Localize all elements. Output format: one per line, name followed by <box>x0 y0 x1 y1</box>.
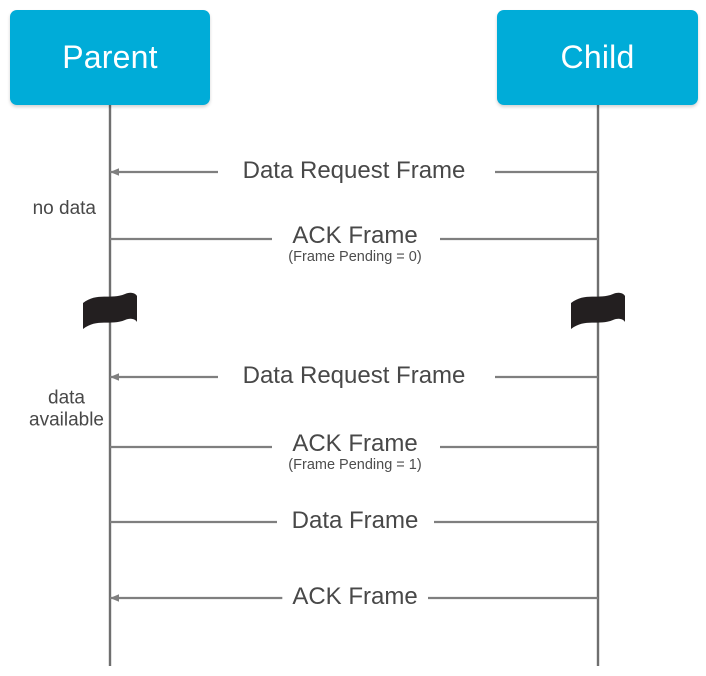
message-label-2: ACK Frame <box>282 224 428 248</box>
message-label-1: Data Request Frame <box>232 159 476 183</box>
message-label-3: Data Request Frame <box>232 364 476 388</box>
actor-label-child: Child <box>560 39 635 75</box>
break-symbol-parent <box>83 292 137 329</box>
actor-header-child[interactable]: Child <box>497 10 698 105</box>
message-label-4: ACK Frame <box>282 432 428 456</box>
message-sublabel-2: (Frame Pending = 0) <box>282 250 428 265</box>
message-label-5: Data Frame <box>281 509 429 533</box>
annotation-no-data: no data <box>32 197 96 219</box>
message-sublabel-4: (Frame Pending = 1) <box>282 458 428 473</box>
actor-label-parent: Parent <box>62 39 158 75</box>
break-symbol-child <box>571 292 625 329</box>
actor-header-parent[interactable]: Parent <box>10 10 210 105</box>
annotation-data-available: data available <box>29 387 104 431</box>
message-label-6: ACK Frame <box>282 585 428 609</box>
